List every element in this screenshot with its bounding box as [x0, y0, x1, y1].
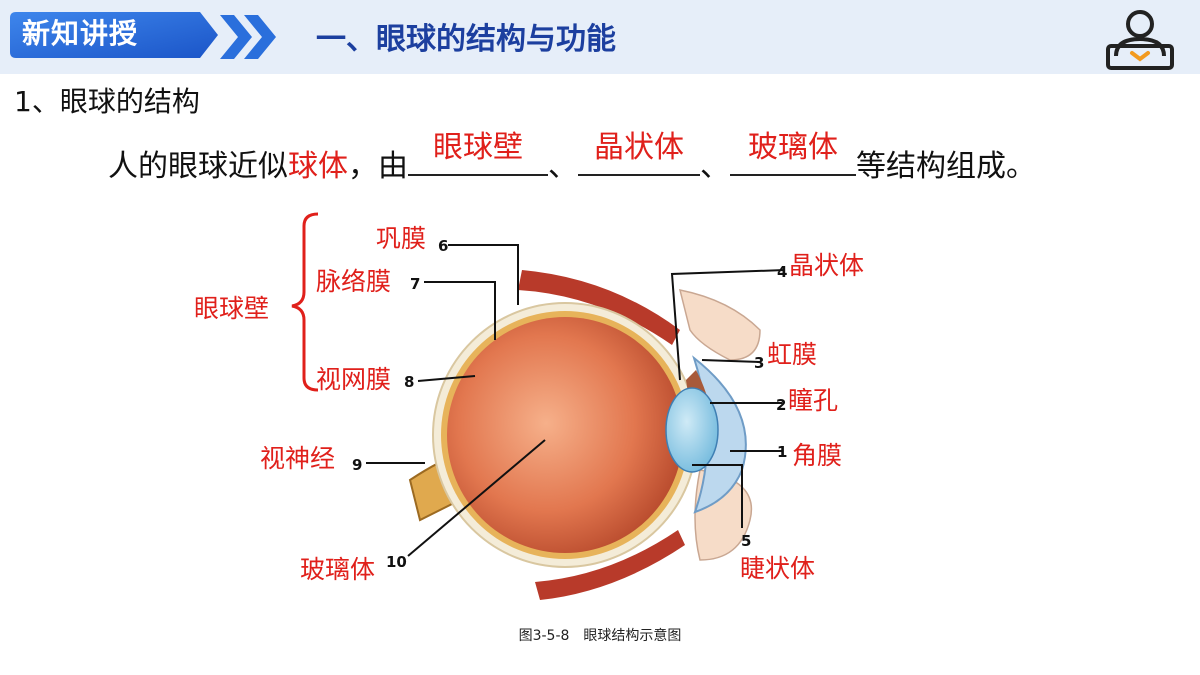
label-5-text: 睫状体	[740, 554, 815, 583]
subheading: 1、眼球的结构	[14, 85, 200, 118]
leader-lines	[366, 244, 786, 557]
leader-line-3	[701, 359, 761, 363]
group-brace	[291, 212, 319, 392]
leader-line-8	[417, 375, 476, 382]
label-9-text: 视神经	[260, 444, 335, 473]
eyelid-upper	[678, 289, 761, 361]
label-8-text: 视网膜	[316, 365, 391, 394]
sentence-prefix: 人的眼球近似	[108, 149, 288, 184]
sclera-arc-top	[518, 270, 680, 345]
sentence-suffix: 等结构组成。	[856, 149, 1036, 184]
answer-1: 眼球壁	[433, 130, 523, 165]
leader-line-10	[407, 439, 546, 557]
label-2-num: 2	[776, 396, 786, 414]
label-4-text: 晶状体	[789, 251, 864, 280]
label-1-num: 1	[777, 443, 787, 461]
label-3-text: 虹膜	[767, 340, 817, 369]
label-2-text: 瞳孔	[788, 386, 838, 415]
group-label-eyeball-wall: 眼球壁	[194, 294, 269, 323]
eye-structure-diagram: 眼球壁 巩膜 6 脉络膜 7 视网膜 8 视神经 9 玻璃体 10 4 晶状体 …	[194, 212, 864, 600]
eye-illustration	[408, 270, 761, 600]
separator: 、	[700, 149, 730, 184]
badge-shape	[10, 12, 218, 58]
label-7-num: 7	[410, 275, 420, 293]
sclera-arc-bottom	[535, 530, 685, 600]
label-10-text: 玻璃体	[300, 555, 375, 584]
leader-line-6	[448, 244, 519, 305]
structure-labels: 巩膜 6 脉络膜 7 视网膜 8 视神经 9 玻璃体 10 4 晶状体 3 虹膜…	[260, 224, 864, 584]
section-badge: 新知讲授	[22, 17, 139, 50]
section-title: 一、眼球的结构与功能	[316, 22, 616, 57]
answer-blank-1: 眼球壁	[408, 130, 548, 176]
leader-line-7	[424, 281, 496, 340]
reader-icon	[1106, 10, 1174, 70]
sentence-keyword: 球体	[288, 149, 348, 184]
fill-in-sentence: 人的眼球近似球体，由眼球壁、晶状体、玻璃体等结构组成。	[108, 130, 1036, 189]
label-1-text: 角膜	[792, 441, 842, 470]
leader-line-5	[692, 464, 743, 528]
answer-3: 玻璃体	[748, 130, 838, 165]
label-6-text: 巩膜	[376, 224, 426, 253]
label-8-num: 8	[404, 373, 414, 391]
sentence-middle: ，由	[348, 149, 408, 184]
label-5-num: 5	[741, 532, 751, 550]
answer-blank-3: 玻璃体	[730, 130, 856, 176]
label-10-num: 10	[386, 553, 407, 571]
chevron-arrows-icon	[220, 15, 276, 59]
header-bar: 新知讲授 一、眼球的结构与功能	[0, 0, 1200, 74]
label-7-text: 脉络膜	[316, 267, 391, 296]
answer-2: 晶状体	[594, 130, 684, 165]
leader-line-4	[670, 269, 786, 381]
label-4-num: 4	[777, 263, 787, 281]
figure-caption: 图3-5-8 眼球结构示意图	[518, 628, 682, 644]
separator: 、	[548, 149, 578, 184]
label-3-num: 3	[754, 354, 764, 372]
label-6-num: 6	[438, 237, 448, 255]
lens-shape	[665, 387, 719, 473]
retina-ring	[447, 317, 683, 553]
label-9-num: 9	[352, 456, 362, 474]
answer-blank-2: 晶状体	[578, 130, 700, 176]
